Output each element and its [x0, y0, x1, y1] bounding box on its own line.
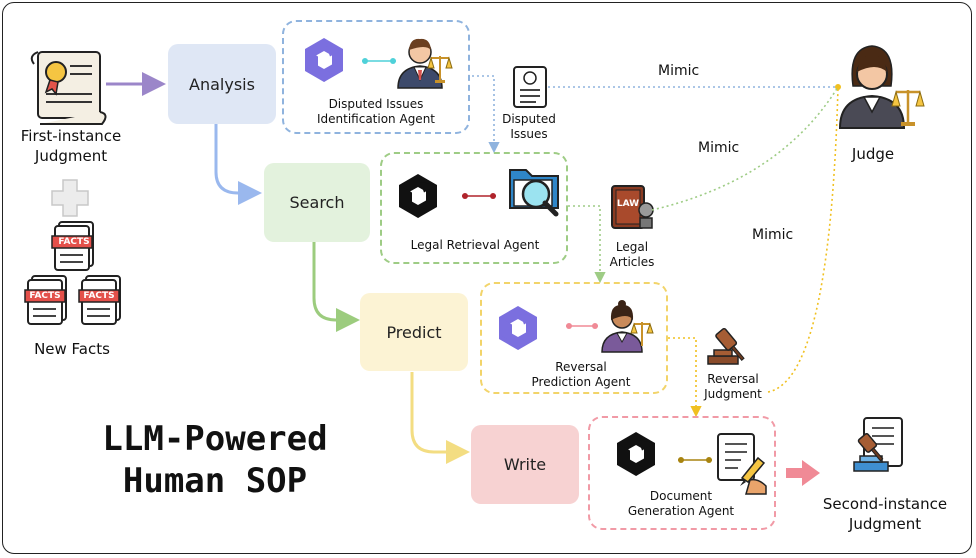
agent-connector: [678, 457, 712, 463]
reversal-prediction-agent-box: [480, 282, 668, 394]
lawyer-icon: [397, 38, 453, 89]
first-instance-judgment-icon: [30, 51, 107, 125]
agent-connector: [566, 323, 598, 329]
facts-badge: FACTS: [29, 291, 61, 301]
stage-predict-label: Predict: [386, 322, 442, 342]
legal-retrieval-agent-box: [380, 152, 568, 264]
disputed-issues-doc-icon: [513, 66, 547, 108]
arrow-predict-to-write: [410, 372, 470, 464]
arrow-analysis-to-search: [214, 123, 262, 205]
connector-disputed-issues: [472, 75, 500, 154]
mimic-label: Mimic: [698, 140, 740, 156]
law-book-icon: LAW: [611, 185, 654, 229]
stage-analysis-label: Analysis: [189, 74, 255, 94]
connector-mimic-articles: [651, 86, 839, 211]
judge-role-icon: [601, 300, 654, 353]
output-arrow: [786, 460, 820, 486]
judge-label: Judge: [851, 145, 895, 163]
second-instance-judgment-icon: [853, 417, 903, 472]
law-badge-text: LAW: [617, 199, 639, 209]
stage-search-label: Search: [289, 193, 345, 212]
document-pen-icon: [717, 433, 767, 495]
arrow-search-to-predict: [312, 242, 360, 332]
stage-write: Write: [471, 425, 579, 504]
stage-write-label: Write: [503, 455, 547, 474]
stage-search: Search: [264, 163, 370, 242]
stage-predict: Predict: [360, 293, 468, 371]
gavel-icon: [707, 327, 745, 365]
connector-mimic-reversal: [767, 86, 839, 393]
connector-reversal-judgment: [668, 337, 702, 418]
disputed-issues-agent-box: [282, 20, 470, 134]
judge-icon: [838, 45, 925, 129]
new-facts-label: New Facts: [34, 340, 110, 358]
facts-documents-icon: [24, 221, 121, 325]
stage-analysis: Analysis: [168, 44, 276, 124]
agent-connector: [462, 193, 496, 199]
facts-badge: FACTS: [83, 291, 115, 301]
plus-icon: [51, 179, 89, 217]
document-generation-agent-box: [588, 416, 776, 530]
facts-badge: FACTS: [58, 237, 90, 247]
agent-connector: [362, 58, 396, 64]
folder-search-icon: [509, 169, 559, 217]
connector-legal-articles: [568, 205, 606, 284]
retrieval-agent-label: Legal Retrieval Agent: [410, 238, 540, 252]
mimic-label: Mimic: [752, 227, 794, 243]
mimic-label: Mimic: [658, 63, 700, 79]
